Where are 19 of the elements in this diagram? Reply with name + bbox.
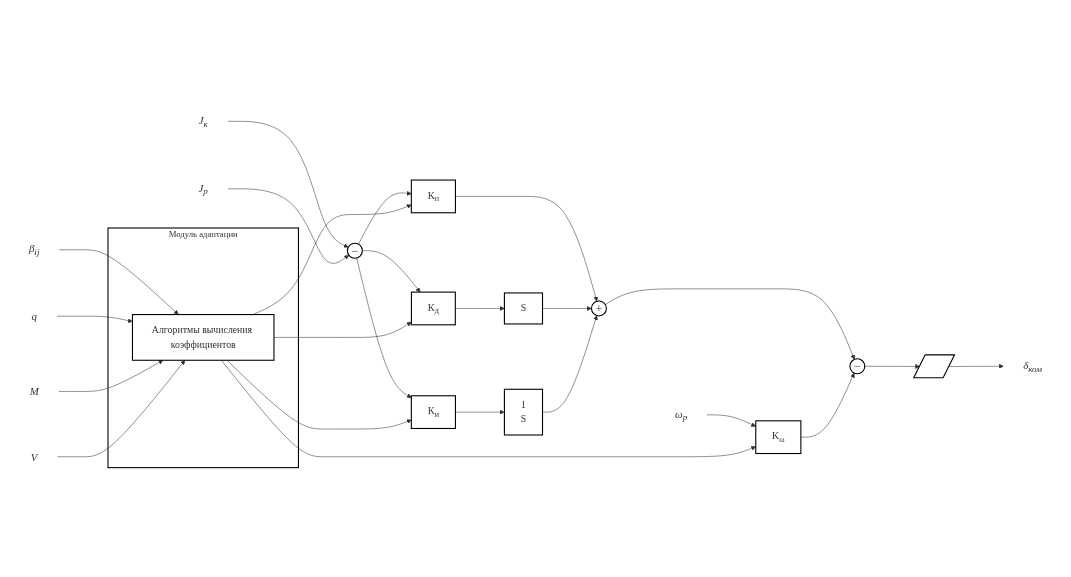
node-text: V bbox=[30, 450, 38, 463]
node-box: K$_{и}$ bbox=[410, 395, 456, 430]
node-box: S bbox=[503, 292, 544, 325]
node-box: Алгоритмы вычисления коэффициентов bbox=[131, 314, 275, 361]
node-box: 1 S bbox=[503, 388, 544, 436]
node-circle: − bbox=[849, 358, 866, 375]
node-text: δ$_{ком}$ bbox=[1023, 359, 1043, 374]
node-text: M bbox=[29, 385, 39, 398]
node-picture bbox=[912, 354, 956, 379]
node-circle: − bbox=[346, 242, 363, 259]
node-text: J$_{р}$ bbox=[198, 181, 208, 197]
node-text: β$_{ij}$ bbox=[28, 242, 40, 258]
node-circle: + bbox=[590, 300, 607, 317]
node-text: J$_{к}$ bbox=[198, 114, 208, 129]
node-text: q bbox=[31, 310, 37, 323]
node-box: K$_{п}$ bbox=[410, 179, 456, 214]
node-box: K$_{ω}$ bbox=[755, 420, 802, 455]
node-box: K$_{д}$ bbox=[410, 291, 456, 326]
node-text: ω$_{р}$ bbox=[674, 407, 688, 423]
